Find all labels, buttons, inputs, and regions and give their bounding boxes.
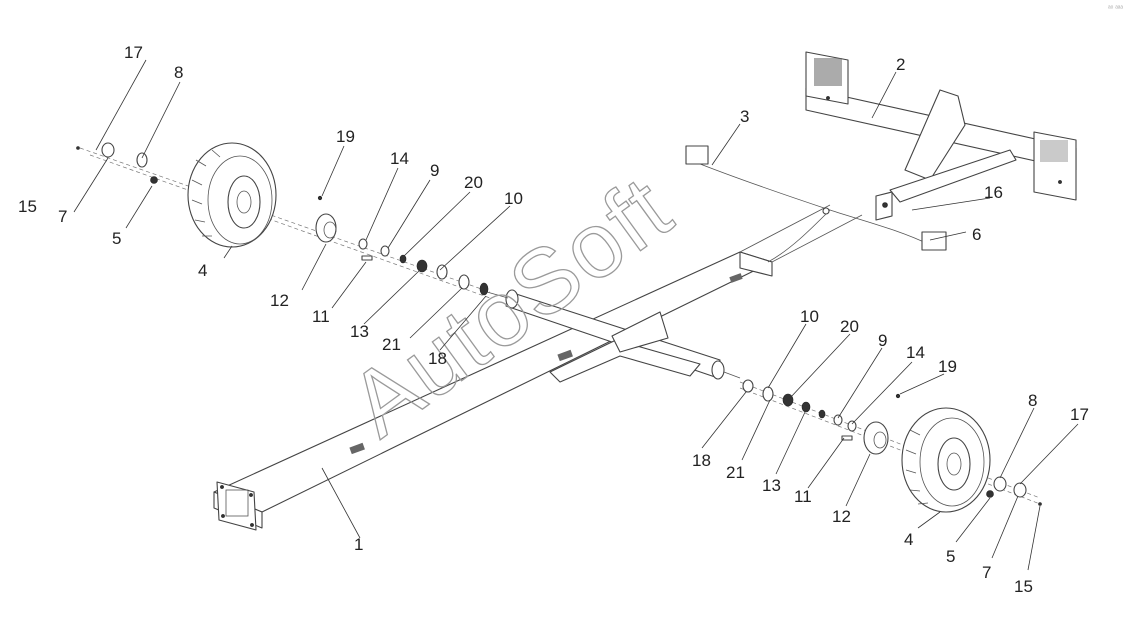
callout-5: 5 (112, 229, 121, 248)
right-wheel-group (739, 379, 1042, 513)
callout-8: 8 (1028, 391, 1037, 410)
callout-18: 18 (692, 451, 711, 470)
callout-4: 4 (904, 530, 913, 549)
callout-1: 1 (354, 535, 363, 554)
callout-11: 11 (312, 307, 330, 326)
callout-7: 7 (58, 207, 67, 226)
callout-11: 11 (794, 487, 812, 506)
callout-17: 17 (1070, 405, 1089, 424)
callout-21: 21 (726, 463, 745, 482)
callout-6: 6 (972, 225, 981, 244)
callout-18: 18 (428, 349, 447, 368)
callout-19: 19 (938, 357, 957, 376)
callout-16: 16 (984, 183, 1003, 202)
callout-2: 2 (896, 55, 905, 74)
axle-tube (479, 289, 741, 383)
wiring-harness (685, 145, 947, 263)
callout-19: 19 (336, 127, 355, 146)
callout-3: 3 (740, 107, 749, 126)
callout-12: 12 (832, 507, 851, 526)
callout-labels: 1 2 3 4 4 5 5 6 7 7 8 8 9 9 10 10 11 11 … (18, 43, 1089, 596)
callout-21: 21 (382, 335, 401, 354)
callout-20: 20 (464, 173, 483, 192)
callout-8: 8 (174, 63, 183, 82)
callout-9: 9 (430, 161, 439, 180)
callout-9: 9 (878, 331, 887, 350)
callout-5: 5 (946, 547, 955, 566)
drawbar-beam (213, 204, 863, 531)
left-wheel-group (76, 142, 491, 299)
callout-10: 10 (800, 307, 819, 326)
rear-frame (805, 51, 1077, 221)
callout-13: 13 (350, 322, 369, 341)
callout-13: 13 (762, 476, 781, 495)
corner-mark: ᵃᵒ ᵃᵃᵃ (1108, 5, 1123, 12)
leader-lines (73, 59, 1079, 571)
callout-20: 20 (840, 317, 859, 336)
callout-15: 15 (1014, 577, 1033, 596)
callout-14: 14 (906, 343, 925, 362)
callout-4: 4 (198, 261, 207, 280)
callout-15: 15 (18, 197, 37, 216)
callout-10: 10 (504, 189, 523, 208)
callout-14: 14 (390, 149, 409, 168)
callout-12: 12 (270, 291, 289, 310)
callout-7: 7 (982, 563, 991, 582)
callout-17: 17 (124, 43, 143, 62)
